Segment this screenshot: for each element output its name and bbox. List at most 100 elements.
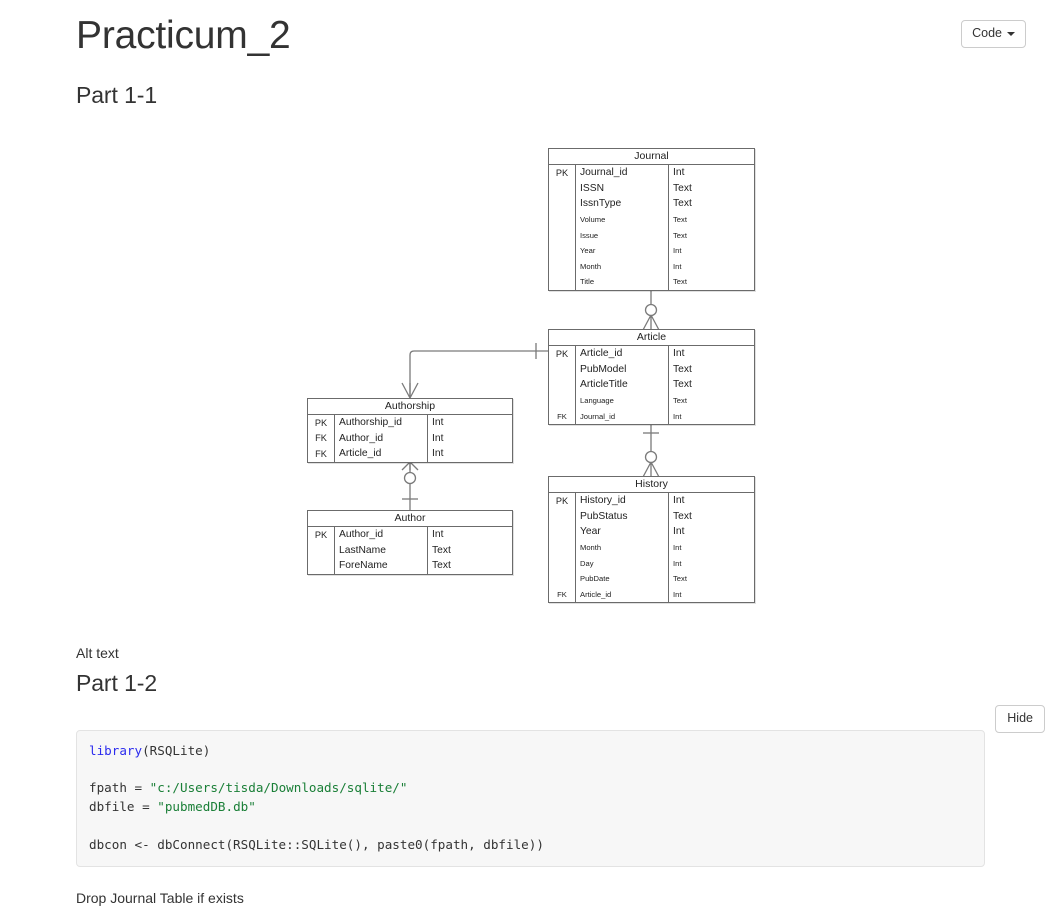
cardinality-zero-circle-history bbox=[644, 450, 658, 464]
er-attribute-label: History_id bbox=[580, 495, 626, 507]
er-attribute-label: Authorship_id bbox=[339, 417, 402, 429]
er-type-cell: Int bbox=[669, 524, 754, 540]
er-attribute-cell: History_id bbox=[576, 493, 669, 509]
er-attribute-label: Article_id bbox=[580, 589, 612, 599]
er-type-label: Int bbox=[673, 526, 685, 538]
er-attribute-label: Language bbox=[580, 396, 614, 406]
er-attribute-cell: PubModel bbox=[576, 361, 669, 378]
er-key-cell: PK bbox=[308, 527, 335, 543]
er-type-cell: Int bbox=[669, 243, 754, 259]
er-attribute-label: ForeName bbox=[339, 560, 388, 572]
er-table-row: FK Author_id Int bbox=[308, 430, 512, 447]
er-type-cell: Int bbox=[428, 415, 512, 431]
er-type-cell: Text bbox=[669, 227, 754, 243]
er-type-cell: Text bbox=[428, 543, 512, 559]
er-type-cell: Text bbox=[669, 212, 754, 228]
er-table-row: FK Journal_id Int bbox=[549, 408, 754, 424]
code-chunk-source: library(RSQLite) fpath = "c:/Users/tisda… bbox=[89, 742, 972, 854]
er-type-label: Int bbox=[673, 495, 685, 507]
er-attribute-cell: Article_id bbox=[576, 586, 669, 603]
er-type-label: Text bbox=[673, 363, 692, 375]
cardinality-zero-circle-authorship-author bbox=[403, 471, 417, 485]
er-key-cell bbox=[549, 508, 576, 525]
chevron-down-icon bbox=[1007, 31, 1015, 36]
er-key-label: FK bbox=[557, 589, 567, 599]
er-type-label: Int bbox=[673, 261, 682, 271]
er-key-label: FK bbox=[315, 433, 327, 444]
er-type-cell: Text bbox=[428, 558, 512, 574]
er-table-row: PK Authorship_id Int bbox=[308, 415, 512, 431]
er-type-cell: Int bbox=[669, 408, 754, 424]
er-key-cell: FK bbox=[549, 408, 576, 424]
er-table-row: PubDate Text bbox=[549, 570, 754, 587]
cardinality-zero-circle-article bbox=[644, 303, 658, 317]
er-attribute-cell: Author_id bbox=[335, 430, 428, 447]
er-attribute-cell: Article_id bbox=[335, 446, 428, 462]
er-attribute-label: Journal_id bbox=[580, 411, 616, 421]
er-key-cell bbox=[549, 258, 576, 275]
er-attribute-cell: Year bbox=[576, 524, 669, 540]
code-token: dbfile = bbox=[89, 799, 158, 815]
code-token: "pubmedDB.db" bbox=[157, 799, 256, 815]
er-type-label: Text bbox=[673, 277, 687, 287]
er-table-row: Year Int bbox=[549, 242, 754, 259]
er-key-cell: PK bbox=[549, 346, 576, 362]
er-attribute-label: Month bbox=[580, 543, 602, 553]
er-type-label: Int bbox=[432, 432, 444, 444]
er-key-cell bbox=[549, 211, 576, 228]
er-key-cell bbox=[308, 558, 335, 574]
er-type-label: Text bbox=[673, 574, 687, 584]
er-attribute-label: Author_id bbox=[339, 432, 384, 444]
er-attribute-cell: PubDate bbox=[576, 570, 669, 587]
er-key-label: FK bbox=[315, 448, 327, 459]
code-chunk[interactable]: library(RSQLite) fpath = "c:/Users/tisda… bbox=[76, 730, 985, 868]
code-dropdown-label: Code bbox=[972, 26, 1002, 40]
er-attribute-cell: ArticleTitle bbox=[576, 377, 669, 393]
er-type-label: Text bbox=[673, 379, 692, 391]
er-key-cell: PK bbox=[549, 165, 576, 181]
er-attribute-label: Year bbox=[580, 246, 596, 256]
er-table-title: Journal bbox=[549, 149, 754, 165]
er-key-label: PK bbox=[555, 167, 569, 178]
er-attribute-label: Day bbox=[580, 558, 594, 568]
er-key-cell bbox=[549, 196, 576, 212]
er-type-cell: Text bbox=[669, 181, 754, 197]
er-type-label: Int bbox=[673, 348, 685, 360]
er-table-row: PubModel Text bbox=[549, 361, 754, 378]
er-key-cell: FK bbox=[308, 430, 335, 447]
er-type-cell: Text bbox=[669, 509, 754, 525]
er-type-cell: Text bbox=[669, 571, 754, 587]
er-key-label: FK bbox=[557, 411, 567, 421]
er-key-cell bbox=[549, 227, 576, 243]
er-table-row: Month Int bbox=[549, 539, 754, 556]
er-table-row: Month Int bbox=[549, 258, 754, 275]
er-key-cell bbox=[549, 555, 576, 571]
code-dropdown-button[interactable]: Code bbox=[961, 20, 1026, 48]
er-type-label: Int bbox=[673, 589, 682, 599]
er-attribute-cell: Volume bbox=[576, 211, 669, 228]
er-attribute-label: ISSN bbox=[580, 182, 605, 194]
er-key-cell: FK bbox=[308, 446, 335, 462]
er-type-label: Int bbox=[673, 543, 682, 553]
er-attribute-label: LastName bbox=[339, 544, 386, 556]
er-table-row: ISSN Text bbox=[549, 180, 754, 197]
er-type-cell: Text bbox=[669, 274, 754, 290]
er-table-title: Article bbox=[549, 330, 754, 346]
er-key-cell bbox=[549, 570, 576, 587]
er-attribute-cell: LastName bbox=[335, 542, 428, 559]
hide-code-button[interactable]: Hide bbox=[995, 705, 1045, 733]
er-type-label: Text bbox=[673, 198, 692, 210]
er-table-row: LastName Text bbox=[308, 542, 512, 559]
crowsfoot-authorship-from-article bbox=[401, 382, 419, 399]
er-key-cell: PK bbox=[308, 415, 335, 431]
er-attribute-cell: Month bbox=[576, 258, 669, 275]
